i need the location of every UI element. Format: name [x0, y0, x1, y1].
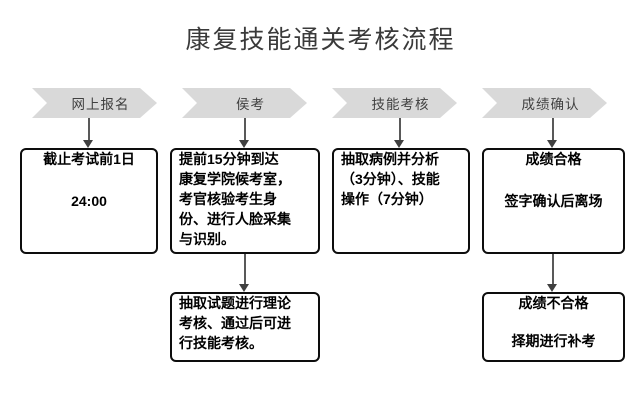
process-box-4[interactable]: 成绩合格 签字确认后离场 [482, 148, 625, 254]
process-box-2b-line-2: 考核、通过后可进 [179, 314, 291, 331]
process-box-3[interactable]: 抽取病例并分析 （3分钟）、技能 操作（7分钟） [332, 148, 470, 254]
stage-banner-3-label: 技能考核 [371, 97, 430, 112]
stage-banner-2-label: 侯考 [236, 97, 265, 112]
process-box-4b-line-2: 择期进行补考 [511, 332, 596, 349]
process-box-2b[interactable]: 抽取试题进行理论 考核、通过后可进 行技能考核。 [170, 292, 320, 362]
process-box-2-line-3: 考官核验考生身 [179, 190, 277, 207]
process-box-1-line-2: 24:00 [71, 192, 107, 209]
process-box-2b-line-3: 行技能考核。 [179, 334, 263, 351]
process-box-3-line-2: （3分钟）、技能 [341, 170, 440, 187]
process-box-2-line-4: 份、进行人脸采集 [179, 210, 291, 227]
process-box-2b-line-1: 抽取试题进行理论 [179, 295, 291, 311]
process-box-1-line-1: 截止考试前1日 [43, 151, 135, 167]
stage-banner-3[interactable]: 技能考核 [332, 88, 457, 118]
arrow-banner2-to-box2 [239, 118, 250, 148]
page-title: 康复技能通关考核流程 [185, 25, 456, 54]
process-box-3-line-3: 操作（7分钟） [341, 190, 433, 207]
arrow-banner4-to-box4 [547, 118, 558, 148]
arrow-box4-to-box4b [547, 254, 558, 292]
process-box-4-line-1: 成绩合格 [525, 151, 582, 167]
stage-banner-1[interactable]: 网上报名 [32, 88, 157, 118]
process-box-4-line-2: 签字确认后离场 [504, 192, 603, 209]
arrow-box2-to-box2b [239, 254, 250, 292]
process-box-2-line-1: 提前15分钟到达 [179, 151, 279, 167]
process-box-1[interactable]: 截止考试前1日 24:00 [20, 148, 158, 254]
process-box-2[interactable]: 提前15分钟到达 康复学院候考室， 考官核验考生身 份、进行人脸采集 与识别。 [170, 148, 320, 254]
process-box-2-line-5: 与识别。 [179, 230, 235, 247]
process-box-2-line-2: 康复学院候考室， [179, 170, 291, 187]
stage-banner-1-label: 网上报名 [71, 97, 130, 112]
stage-banner-4[interactable]: 成绩确认 [482, 88, 607, 118]
arrow-banner1-to-box1 [83, 118, 94, 148]
stage-banner-2[interactable]: 侯考 [182, 88, 307, 118]
stage-banner-4-label: 成绩确认 [521, 97, 580, 112]
process-box-3-line-1: 抽取病例并分析 [341, 151, 439, 167]
arrow-banner3-to-box3 [394, 118, 405, 148]
process-box-4b[interactable]: 成绩不合格 择期进行补考 [482, 292, 625, 362]
process-box-4b-line-1: 成绩不合格 [518, 295, 589, 311]
